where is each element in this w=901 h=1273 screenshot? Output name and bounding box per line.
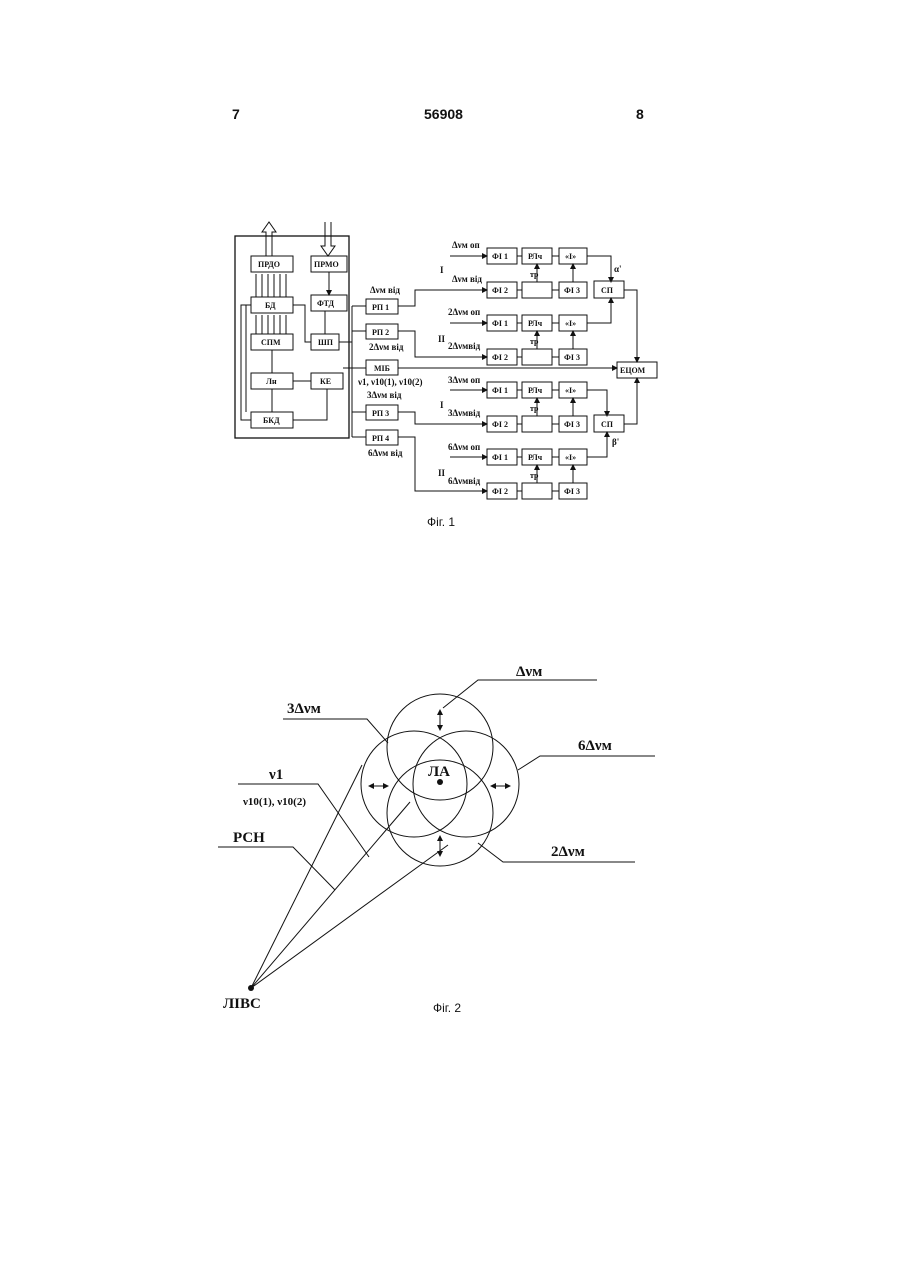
label-g2-vid: 2Δνмвід <box>448 341 481 351</box>
roman-i-1: I <box>440 265 444 275</box>
label-ln: Лн <box>266 377 277 386</box>
label-la: ЛА <box>428 764 450 780</box>
g4-tr: тр <box>530 471 539 480</box>
label-g2-op: 2Δνм оп <box>448 307 480 317</box>
g1-i: «І» <box>565 252 576 261</box>
label-ecom: ЕЦОМ <box>620 366 646 375</box>
roman-ii-1: II <box>438 334 446 344</box>
label-rp1-input: Δνм від <box>370 285 400 295</box>
label-g4-op: 6Δνм оп <box>448 442 480 452</box>
g3-rlch: РЛч <box>528 386 543 395</box>
g4-rlch: РЛч <box>528 453 543 462</box>
label-prdo: ПРДО <box>258 260 280 269</box>
label-bd: БД <box>265 301 276 310</box>
label-livs: ЛІВС <box>223 996 261 1012</box>
label-sp-top: СП <box>601 286 614 295</box>
roman-ii-2: II <box>438 468 446 478</box>
g3-fi3: ФІ 3 <box>564 420 580 429</box>
figure-2-labels: Δνм 3Δνм 6Δνм 2Δνм ν1 ν10(1), ν10(2) РСН… <box>223 664 612 1015</box>
figure-1-caption: Фіг. 1 <box>427 515 455 529</box>
g1-fi1: ФІ 1 <box>492 252 508 261</box>
label-prmo: ПРМО <box>314 260 339 269</box>
label-rp2: РП 2 <box>372 328 389 337</box>
figure-1-labels: ПРДО ПРМО БД ФТД СПМ ШП Лн КЕ БКД РП 1 Р… <box>258 240 646 529</box>
g1-tr: тр <box>530 270 539 279</box>
label-g3-op: 3Δνм оп <box>448 375 480 385</box>
label-bkd: БКД <box>263 416 280 425</box>
receive-arrow-icon <box>321 222 335 256</box>
label-6dnu: 6Δνм <box>578 738 612 754</box>
circle-left <box>361 731 467 837</box>
label-g3-vid: 3Δνмвід <box>448 408 481 418</box>
g3-fi2: ФІ 2 <box>492 420 508 429</box>
label-g4-vid: 6Δνмвід <box>448 476 481 486</box>
g4-fi2: ФІ 2 <box>492 487 508 496</box>
g4-fi3: ФІ 3 <box>564 487 580 496</box>
g3-i: «І» <box>565 386 576 395</box>
g2-tr: тр <box>530 337 539 346</box>
g3-fi1: ФІ 1 <box>492 386 508 395</box>
figure-1-diagram <box>235 222 657 499</box>
transmit-arrow-icon <box>262 222 276 256</box>
g2-fi2: ФІ 2 <box>492 353 508 362</box>
g2-i: «І» <box>565 319 576 328</box>
g2-fi1: ФІ 1 <box>492 319 508 328</box>
circle-right <box>413 731 519 837</box>
label-nu10: ν10(1), ν10(2) <box>242 796 306 808</box>
g3-tr: тр <box>530 404 539 413</box>
figure-2-caption: Фіг. 2 <box>433 1001 461 1015</box>
label-rp2-output: 2Δνм від <box>369 342 404 352</box>
label-2dnu: 2Δνм <box>551 844 585 860</box>
station-point <box>248 985 254 991</box>
g4-i: «І» <box>565 453 576 462</box>
g1-fi2: ФІ 2 <box>492 286 508 295</box>
g1-rlch: РЛч <box>528 252 543 261</box>
label-g1-op: Δνм оп <box>452 240 480 250</box>
label-sp-bottom: СП <box>601 420 614 429</box>
label-mib-output: ν1, ν10(1), ν10(2) <box>357 377 423 387</box>
figure-2-diagram <box>218 680 655 988</box>
label-g1-vid: Δνм від <box>452 274 482 284</box>
label-alpha: α' <box>614 264 622 274</box>
label-rp4: РП 4 <box>372 434 389 443</box>
label-shp: ШП <box>318 338 334 347</box>
label-rp4-output: 6Δνм від <box>368 448 403 458</box>
label-rp3: РП 3 <box>372 409 389 418</box>
label-ke: КЕ <box>320 377 331 386</box>
label-ftd: ФТД <box>317 299 335 308</box>
label-rsn: РСН <box>233 830 265 846</box>
label-rp3-input: 3Δνм від <box>367 390 402 400</box>
g1-fi3: ФІ 3 <box>564 286 580 295</box>
g4-fi1: ФІ 1 <box>492 453 508 462</box>
label-spm: СПМ <box>261 338 281 347</box>
g2-fi3: ФІ 3 <box>564 353 580 362</box>
g2-rlch: РЛч <box>528 319 543 328</box>
label-3dnu: 3Δνм <box>287 701 321 717</box>
label-dnu: Δνм <box>516 664 542 680</box>
label-rp1: РП 1 <box>372 303 389 312</box>
label-mib: МІБ <box>374 364 390 373</box>
roman-i-2: I <box>440 400 444 410</box>
label-beta: β' <box>612 437 619 447</box>
label-nu1: ν1 <box>268 767 283 783</box>
